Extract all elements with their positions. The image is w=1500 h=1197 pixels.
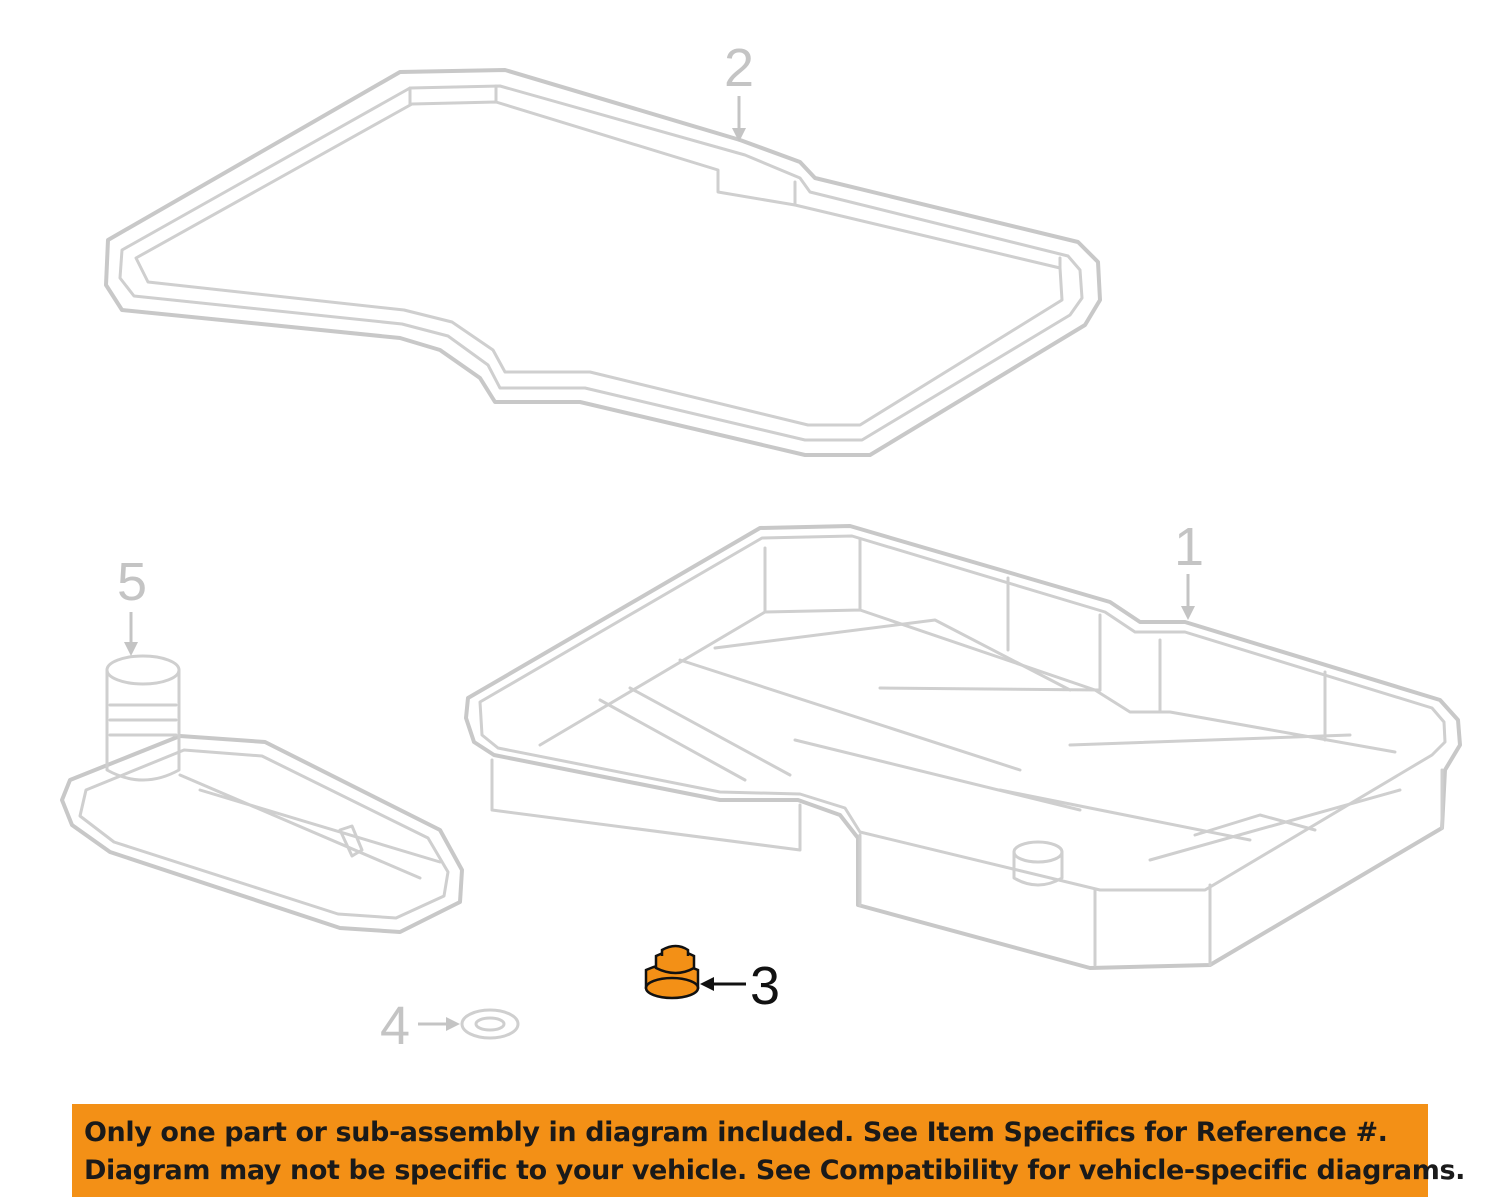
svg-text:3: 3 bbox=[750, 956, 780, 1016]
svg-text:2: 2 bbox=[724, 38, 754, 98]
callout-1: 1 bbox=[1174, 517, 1204, 620]
svg-text:1: 1 bbox=[1174, 517, 1204, 577]
part-3-drain-plug bbox=[644, 944, 700, 1000]
disclaimer-line-1: Only one part or sub-assembly in diagram… bbox=[84, 1117, 1388, 1148]
callout-5: 5 bbox=[117, 552, 147, 656]
callout-3: 3 bbox=[700, 956, 780, 1016]
part-5-filter bbox=[60, 654, 464, 934]
disclaimer-line-2: Diagram may not be specific to your vehi… bbox=[84, 1155, 1466, 1186]
exploded-view: 2 1 5 4 3 bbox=[60, 38, 1462, 1056]
part-4-washer bbox=[460, 1008, 520, 1040]
callout-4: 4 bbox=[380, 996, 460, 1056]
disclaimer-banner: Only one part or sub-assembly in diagram… bbox=[72, 1104, 1466, 1197]
svg-text:5: 5 bbox=[117, 552, 147, 612]
svg-text:4: 4 bbox=[380, 996, 410, 1056]
part-2-gasket bbox=[104, 68, 1102, 457]
callout-2: 2 bbox=[724, 38, 754, 142]
part-1-oil-pan bbox=[464, 524, 1462, 970]
